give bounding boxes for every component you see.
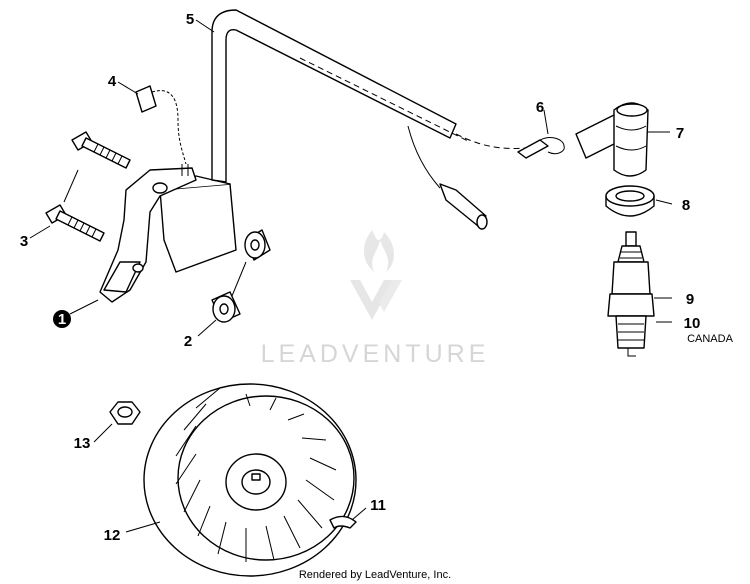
callout-5: 5	[186, 11, 194, 28]
grommet	[605, 185, 655, 217]
callout-9: 9	[686, 291, 694, 308]
ground-wire	[135, 85, 187, 165]
leader-lines	[29, 19, 673, 533]
callout-6: 6	[536, 99, 544, 116]
callout-2: 2	[184, 333, 192, 350]
flywheel	[143, 383, 357, 577]
high-tension-lead	[211, 9, 527, 183]
callout-4: 4	[108, 73, 117, 90]
flywheel-nut	[109, 401, 141, 425]
watermark-text: LEADVENTURE	[261, 340, 490, 368]
callout-8: 8	[682, 197, 690, 214]
callout-7: 7	[676, 125, 684, 142]
watermark-logo	[350, 230, 402, 320]
plug-boot	[575, 102, 649, 177]
bolt-upper	[71, 131, 131, 169]
spring-clip	[517, 137, 565, 159]
callout-12: 12	[104, 527, 121, 544]
woodruff-key	[329, 515, 357, 529]
callout-3: 3	[20, 233, 28, 250]
callout-13: 13	[74, 435, 91, 452]
callout-1-marker	[53, 310, 71, 328]
spacer-lower	[211, 291, 241, 323]
bolt-lower	[45, 204, 105, 242]
render-credit: Rendered by LeadVenture, Inc.	[299, 569, 451, 581]
ignition-module	[99, 164, 237, 303]
callout-11: 11	[370, 497, 386, 514]
canada-note: CANADA	[687, 333, 734, 345]
stop-wire	[407, 125, 488, 230]
spacer-upper	[244, 229, 271, 261]
callout-10: 10	[684, 315, 701, 332]
spark-plug	[607, 231, 655, 357]
callout-1: 1	[58, 311, 66, 328]
